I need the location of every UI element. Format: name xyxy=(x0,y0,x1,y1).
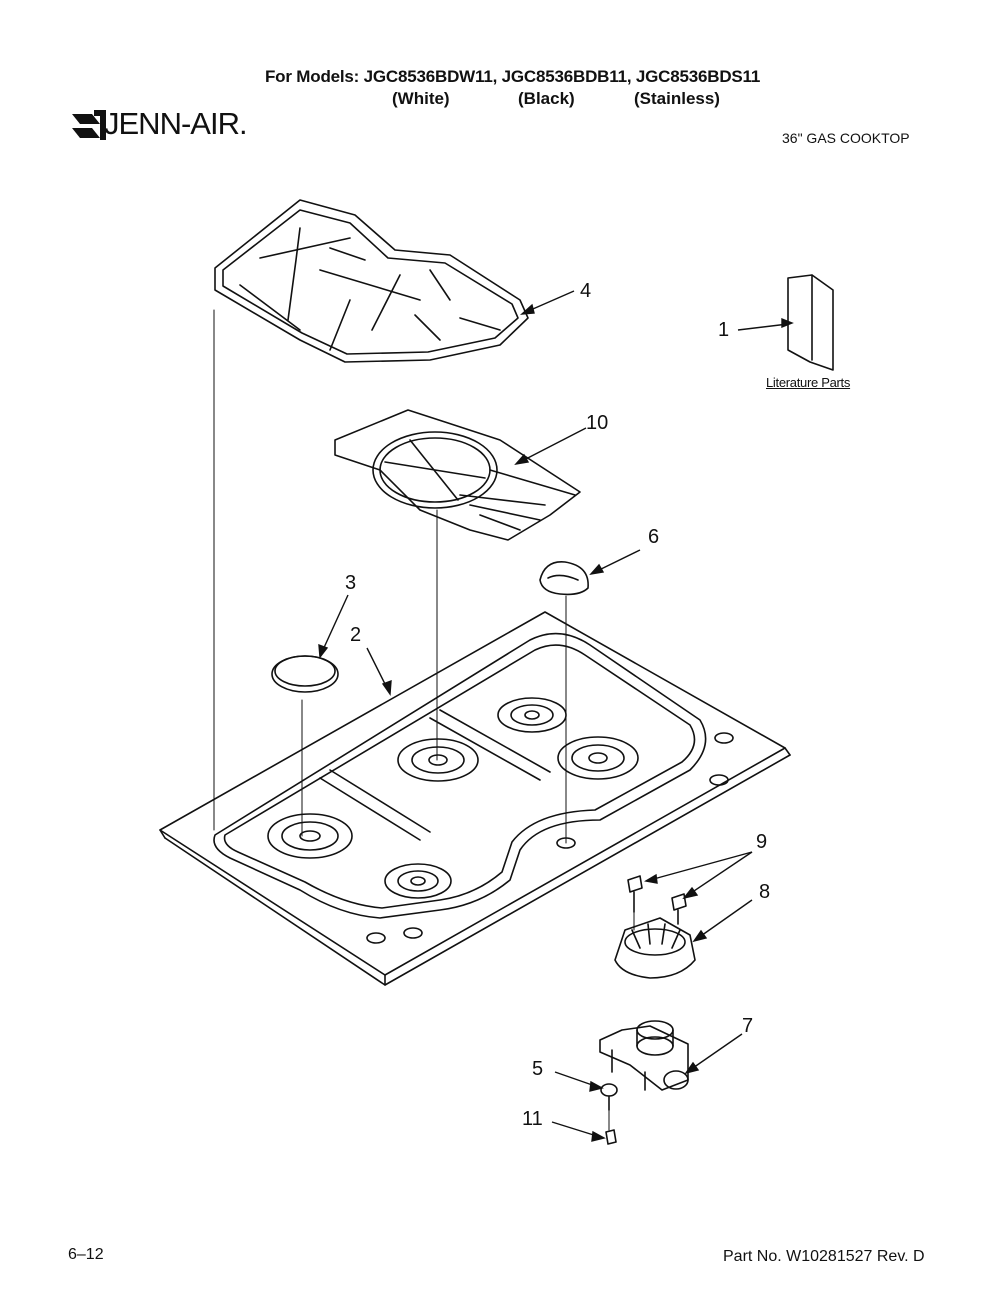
callout-1: 1 xyxy=(718,319,730,341)
burner-cap xyxy=(271,655,339,693)
page-number: 6–12 xyxy=(68,1246,104,1263)
callout-9: 9 xyxy=(756,831,768,853)
finish-stainless: (Stainless) xyxy=(634,89,720,108)
models-line: For Models: JGC8536BDW11, JGC8536BDB11, … xyxy=(265,67,761,86)
orifice-spud xyxy=(600,1083,618,1111)
callout-11: 11 xyxy=(522,1108,543,1130)
cooktop-main-top xyxy=(159,611,791,986)
callout-2: 2 xyxy=(350,624,362,646)
control-knob xyxy=(539,561,589,596)
callout-4: 4 xyxy=(580,280,592,302)
callout-3: 3 xyxy=(345,572,357,594)
orifice-screw xyxy=(605,1129,617,1145)
center-grate xyxy=(334,409,581,541)
literature-parts-label: Literature Parts xyxy=(766,375,851,390)
burner-base xyxy=(614,917,696,979)
callout-7: 7 xyxy=(742,1015,754,1037)
callout-6: 6 xyxy=(648,526,660,548)
brand-name: JENN-AIR. xyxy=(104,106,248,141)
literature-booklet xyxy=(787,274,834,371)
gas-valve xyxy=(599,1020,689,1091)
callout-8: 8 xyxy=(759,881,771,903)
callout-5: 5 xyxy=(532,1058,544,1080)
part-number: Part No. W10281527 Rev. D xyxy=(723,1248,925,1265)
grate-assembly xyxy=(214,199,529,363)
finish-white: (White) xyxy=(392,89,450,108)
callout-10: 10 xyxy=(586,412,609,434)
mounting-screws xyxy=(627,875,687,925)
brand-mark-icon xyxy=(72,110,106,140)
finish-black: (Black) xyxy=(518,89,575,108)
product-title: 36" GAS COOKTOP xyxy=(782,130,910,146)
